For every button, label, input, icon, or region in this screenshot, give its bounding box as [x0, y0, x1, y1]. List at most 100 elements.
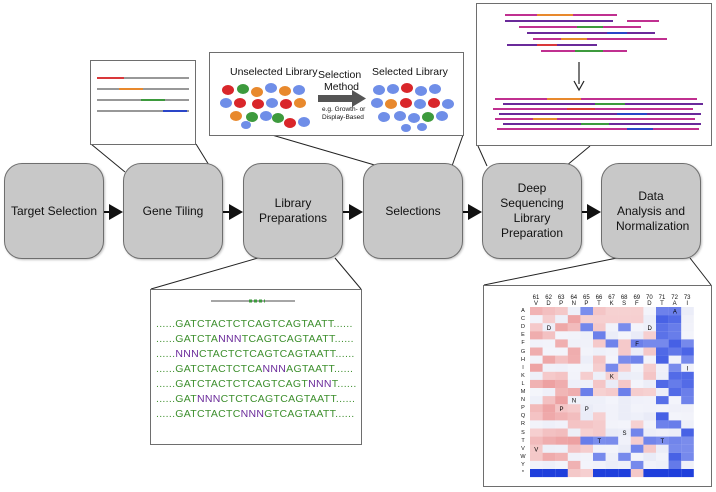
heatmap-cell — [530, 371, 543, 380]
sequence-dots: ...... — [333, 363, 354, 375]
heatmap-cell — [605, 388, 619, 397]
heatmap-cell — [593, 331, 606, 340]
heatmap-cell — [567, 355, 581, 364]
step-gene-tiling: Gene Tiling — [123, 163, 223, 259]
heatmap-cell — [681, 315, 694, 324]
heatmap-wildtype-marker: S — [622, 431, 626, 437]
heatmap-cell — [593, 396, 606, 405]
randomized-codon: NNN — [308, 378, 332, 390]
heatmap-cell — [542, 363, 556, 372]
heatmap-cell — [618, 420, 631, 429]
heatmap-cell — [668, 444, 682, 453]
heatmap-cell — [605, 420, 619, 429]
gene-tiling-graphic — [97, 77, 189, 112]
sequence-segment: ......GATCTACTC — [156, 408, 241, 420]
heatmap-cell — [618, 404, 631, 413]
heatmap-cell — [668, 428, 682, 437]
heatmap-cell — [605, 323, 619, 332]
heatmap-cell — [656, 363, 669, 372]
library-sequence: ......GATNNNCTCTCAGTCAGTAATT...... — [156, 393, 355, 405]
sequence-dots: ...... — [335, 393, 356, 405]
heatmap-cell — [530, 444, 543, 453]
heatmap-cell — [555, 339, 568, 348]
heatmap-position-label: 71 — [658, 295, 666, 301]
randomized-codon: NNN — [197, 393, 221, 405]
heatmap-cell — [580, 355, 593, 364]
heatmap-cell — [630, 355, 644, 364]
sequencing-reads-graphic — [493, 14, 703, 130]
heatmap-cell — [681, 404, 694, 413]
heatmap-cell — [580, 404, 593, 413]
heatmap-cell — [542, 315, 556, 324]
heatmap-position-label: 62 — [545, 295, 552, 301]
heatmap-cell — [618, 323, 631, 332]
gene-tiling-callout — [90, 60, 196, 145]
heatmap-position-label: 69 — [633, 295, 641, 301]
heatmap-cell — [668, 388, 682, 397]
heatmap-cell — [530, 452, 543, 461]
unselected-library-label: Unselected Library — [230, 66, 318, 78]
heatmap-cell — [656, 379, 669, 388]
heatmap-row-label: Y — [521, 461, 525, 468]
heatmap-cell — [630, 371, 644, 380]
heatmap-position-label: 72 — [671, 295, 678, 301]
heatmap-cell — [668, 460, 682, 469]
heatmap-cell — [605, 452, 619, 461]
heatmap-cell — [630, 404, 644, 413]
heatmap-cell — [580, 379, 593, 388]
heatmap-cell — [567, 315, 581, 324]
analysis-callout-line-b — [689, 257, 712, 286]
heatmap-cell — [681, 428, 694, 437]
heatmap-cell — [567, 339, 581, 348]
heatmap-cell — [618, 379, 631, 388]
sequence-segment: AGTAATT — [286, 363, 334, 375]
heatmap-cell — [567, 371, 581, 380]
heatmap-cell — [555, 420, 568, 429]
heatmap-cell — [605, 396, 619, 405]
step-label: Library Preparations — [258, 196, 328, 225]
heatmap-cell — [618, 363, 631, 372]
heatmap-cell — [668, 396, 682, 405]
heatmap-cell — [656, 428, 669, 437]
heatmap-row-label: A — [521, 308, 525, 314]
heatmap-cell — [681, 388, 694, 397]
heatmap-cell — [530, 363, 543, 372]
heatmap-cell — [618, 428, 631, 437]
heatmap-wildtype-marker: F — [635, 342, 639, 348]
heatmap-cell — [668, 469, 682, 478]
heatmap-cell — [555, 363, 568, 372]
heatmap-cell — [668, 315, 682, 324]
heatmap-row-label: Q — [520, 413, 526, 420]
sequence-segment: CTCTCAGTCAGTAATT — [220, 393, 336, 405]
heatmap-cell — [605, 371, 619, 380]
heatmap-cell — [643, 469, 656, 478]
heatmap-cell — [630, 469, 644, 478]
heatmap-cell — [530, 323, 543, 332]
heatmap-cell — [681, 396, 694, 405]
randomized-codon: NNN — [175, 348, 199, 360]
heatmap-cell — [530, 396, 543, 405]
selections-callout: Unselected Library Selection Method e.g.… — [209, 52, 464, 136]
sequence-dots: ...... — [335, 348, 355, 360]
heatmap-cell — [605, 428, 619, 437]
heatmap-cell — [567, 436, 581, 445]
heatmap-cell — [567, 420, 581, 429]
heatmap-cell — [555, 444, 568, 453]
heatmap-cell — [656, 412, 669, 421]
heatmap-cell — [567, 469, 581, 478]
heatmap-cell — [593, 347, 606, 356]
library-sequence: ......NNNCTACTCTCAGTCAGTAATT...... — [156, 348, 355, 360]
heatmap-cell — [593, 371, 606, 380]
heatmap-row-label: E — [521, 332, 525, 339]
heatmap-cell — [567, 404, 581, 413]
randomized-codon: NNN — [262, 363, 287, 375]
heatmap-cell — [567, 307, 581, 316]
heatmap-row-label: M — [520, 389, 526, 395]
heatmap-cell — [681, 379, 694, 388]
heatmap-cell — [567, 347, 581, 356]
library-sequence: ......GATCTACTCTCAGTCAGTNNNT...... — [156, 378, 357, 390]
heatmap-cell — [643, 307, 656, 316]
heatmap-cell — [530, 379, 543, 388]
heatmap-cell — [656, 404, 669, 413]
